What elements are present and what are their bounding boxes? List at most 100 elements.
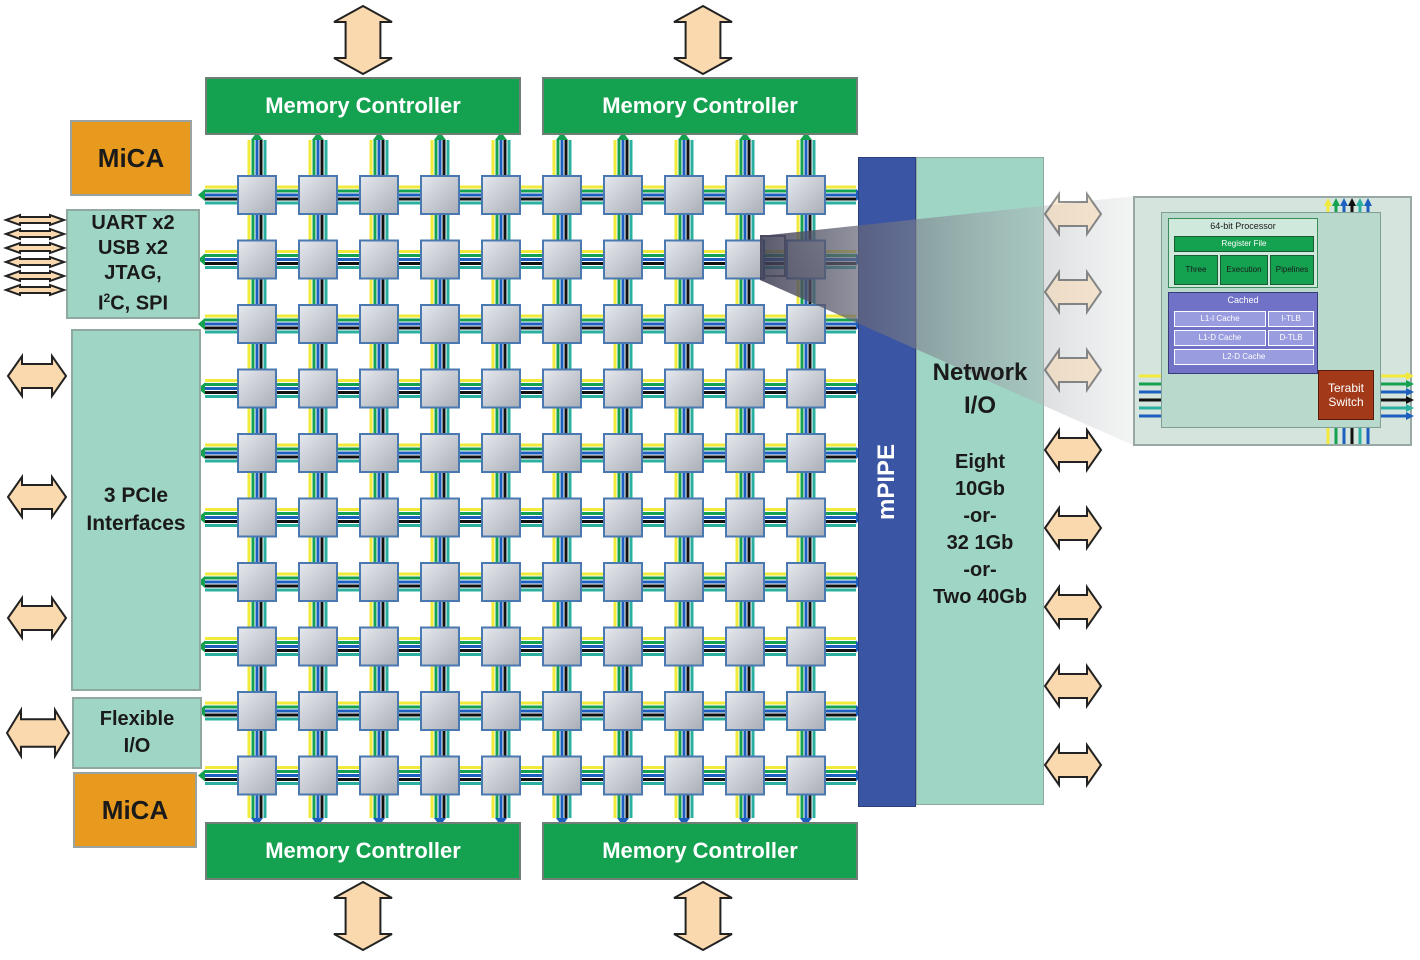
tile [420, 562, 460, 602]
detail-bus-arrowhead [1356, 198, 1364, 206]
detail-bus-arrowhead [1406, 412, 1414, 420]
tile [664, 626, 704, 667]
tile [420, 239, 460, 280]
processor-block: 64-bit Processor Register File Three Exe… [1168, 218, 1318, 288]
pcie-arrow-icon [6, 473, 68, 521]
flexible-io-label-2: I/O [123, 735, 151, 757]
tile [420, 497, 460, 538]
serial-io-block: UART x2 USB x2 JTAG, I2C, SPI [66, 209, 200, 319]
network-arrow-icon [1043, 583, 1103, 631]
network-option-line: -or- [963, 505, 997, 527]
network-option-line: Two 40Gb [932, 586, 1028, 608]
bus-arrowhead-up [373, 132, 385, 140]
tile [725, 239, 765, 280]
tile [664, 175, 704, 215]
tile [786, 304, 826, 344]
mica-bottom-label: MiCA [101, 794, 169, 825]
itlb: I-TLB [1268, 311, 1314, 327]
tile [542, 433, 582, 473]
tile [298, 626, 338, 667]
l1d-cache: L1-D Cache [1174, 330, 1266, 346]
memory-arrow-icon [333, 4, 393, 76]
tile [786, 497, 826, 538]
tile-detail-panel: 64-bit Processor Register File Three Exe… [1133, 196, 1414, 446]
bus-arrowhead-left [198, 318, 205, 330]
network-option-line: Eight [955, 451, 1005, 473]
tile [359, 691, 399, 731]
network-arrow-icon [1043, 346, 1103, 394]
tile [237, 562, 277, 602]
switch-label-1: Terabit [1327, 381, 1365, 395]
tile [359, 433, 399, 473]
flexible-io-block: Flexible I/O [72, 697, 202, 769]
pcie-arrow-icon [6, 594, 68, 642]
network-arrow-icon [1043, 741, 1103, 789]
network-arrow-icon [1043, 190, 1103, 238]
bus-arrowhead-left [198, 253, 205, 266]
network-options: Eight 10Gb -or- 32 1Gb -or- Two 40Gb [916, 449, 1044, 611]
memory-controller-label: Memory Controller [265, 93, 461, 118]
tile [481, 175, 521, 215]
tile [725, 433, 765, 473]
l2-cache: L2-D Cache [1174, 349, 1314, 365]
i2c-spi-label: I2C, SPI [97, 291, 169, 315]
tile [786, 562, 826, 602]
bus-arrowhead-left [198, 769, 205, 782]
tile [481, 304, 521, 344]
bus-arrowhead-up [678, 132, 690, 140]
tile [237, 626, 277, 667]
tile [298, 755, 338, 796]
register-file: Register File [1174, 236, 1314, 252]
jtag-label: JTAG, [104, 262, 162, 285]
bus-arrowhead-up [617, 132, 629, 140]
bus-arrowhead-up [251, 132, 263, 140]
pcie-label-2: Interfaces [86, 512, 186, 535]
cache-block: Cached L1-I Cache I-TLB L1-D Cache D-TLB… [1168, 292, 1318, 374]
processor-label: 64-bit Processor [1210, 221, 1276, 231]
tile [725, 755, 765, 796]
l1i-cache: L1-I Cache [1174, 311, 1266, 327]
tile [298, 304, 338, 344]
tile [664, 691, 704, 731]
tile [420, 368, 460, 409]
tile [481, 239, 521, 280]
bus-arrowhead-left [198, 382, 205, 395]
tile [237, 497, 277, 538]
tile [603, 626, 643, 667]
bus-arrowhead-left [198, 447, 205, 459]
tile [481, 497, 521, 538]
mica-top: MiCA [70, 120, 192, 196]
tile [603, 433, 643, 473]
detail-bus-arrowhead [1364, 198, 1372, 206]
bus-arrowhead-up [312, 132, 324, 140]
memory-controller-label: Memory Controller [602, 838, 798, 863]
tile [664, 433, 704, 473]
memory-controller-top-left: Memory Controller [205, 77, 521, 135]
tile [237, 691, 277, 731]
bus-arrowhead-left [198, 640, 205, 653]
tile [481, 755, 521, 796]
terabit-switch: Terabit Switch [1318, 370, 1374, 420]
network-option-line: 10Gb [954, 478, 1006, 500]
tile [298, 175, 338, 215]
zoom-projection [760, 196, 1135, 446]
network-title-1: Network [932, 359, 1028, 386]
pipeline-pipelines: Pipelines [1270, 255, 1314, 285]
tile [359, 497, 399, 538]
tile [603, 239, 643, 280]
tile [603, 497, 643, 538]
tile [420, 755, 460, 796]
switch-label-2: Switch [1328, 395, 1364, 409]
tile [664, 497, 704, 538]
tile [298, 562, 338, 602]
tile [359, 755, 399, 796]
tile [359, 368, 399, 409]
tile [542, 626, 582, 667]
serial-io-arrow-icon [3, 241, 67, 255]
tile [603, 691, 643, 731]
tile [298, 497, 338, 538]
detail-bus-arrowhead [1348, 198, 1356, 206]
memory-controller-bottom-right: Memory Controller [542, 822, 858, 880]
tile [786, 755, 826, 796]
pipeline-execution: Execution [1220, 255, 1268, 285]
